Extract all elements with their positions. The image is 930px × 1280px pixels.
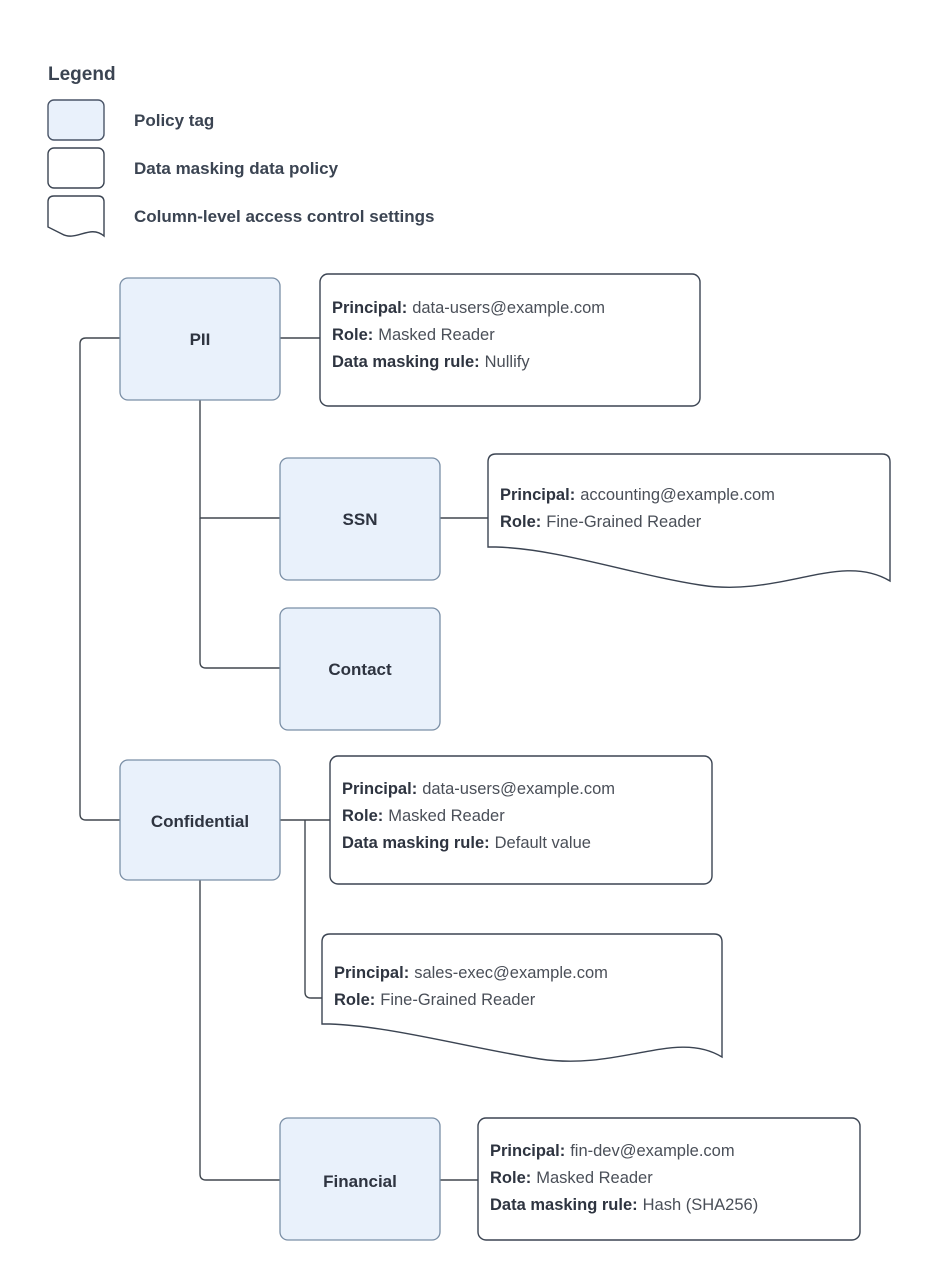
- detail-financial-role: Role:Masked Reader: [490, 1169, 653, 1187]
- detail-confidential-sales-shape[interactable]: [321, 933, 723, 1062]
- data-masking-policy-swatch: [47, 147, 105, 189]
- node-pii-label: PII: [190, 330, 211, 349]
- connectors: [79, 337, 488, 1181]
- detail-ssn-principal: Principal:accounting@example.com: [500, 486, 775, 504]
- connector-confidential-to-financial: [199, 880, 280, 1181]
- column-access-settings-swatch: [47, 195, 105, 238]
- connector-pii-to-ssn: [199, 400, 280, 519]
- node-ssn-label: SSN: [343, 510, 378, 529]
- detail-confidential[interactable]: Principal:data-users@example.com Role:Ma…: [329, 755, 713, 885]
- detail-financial-shape[interactable]: [477, 1117, 861, 1241]
- detail-ssn[interactable]: Principal:accounting@example.com Role:Fi…: [487, 453, 891, 589]
- detail-financial[interactable]: Principal:fin-dev@example.com Role:Maske…: [477, 1117, 861, 1241]
- node-contact-label: Contact: [328, 660, 392, 679]
- detail-pii-shape[interactable]: [319, 273, 701, 407]
- detail-pii-role: Role:Masked Reader: [332, 326, 495, 344]
- node-ssn[interactable]: SSN: [279, 457, 441, 581]
- node-contact-shape[interactable]: [279, 607, 441, 731]
- connector-confidential-to-sales-detail: [304, 820, 322, 999]
- legend-label-column-access-settings: Column-level access control settings: [134, 207, 434, 226]
- node-financial[interactable]: Financial: [279, 1117, 441, 1241]
- detail-confidential-sales-principal: Principal:sales-exec@example.com: [334, 964, 608, 982]
- policy-tag-swatch: [47, 99, 105, 141]
- legend-item-policy-tag: Policy tag: [47, 99, 214, 141]
- detail-confidential-sales[interactable]: Principal:sales-exec@example.com Role:Fi…: [321, 933, 723, 1062]
- node-financial-label: Financial: [323, 1172, 397, 1191]
- node-confidential-label: Confidential: [151, 812, 249, 831]
- detail-ssn-shape[interactable]: [487, 453, 891, 589]
- detail-pii[interactable]: Principal:data-users@example.com Role:Ma…: [319, 273, 701, 407]
- detail-confidential-principal: Principal:data-users@example.com: [342, 780, 615, 798]
- detail-confidential-role: Role:Masked Reader: [342, 807, 505, 825]
- detail-financial-principal: Principal:fin-dev@example.com: [490, 1142, 735, 1160]
- node-financial-shape[interactable]: [279, 1117, 441, 1241]
- legend: Legend Policy tag Data masking data poli…: [47, 64, 434, 238]
- detail-confidential-sales-role: Role:Fine-Grained Reader: [334, 991, 536, 1009]
- detail-confidential-masking-rule: Data masking rule:Default value: [342, 834, 591, 852]
- node-confidential[interactable]: Confidential: [119, 759, 281, 881]
- connector-pii-to-contact: [199, 518, 280, 669]
- legend-item-data-masking-policy: Data masking data policy: [47, 147, 339, 189]
- node-confidential-shape[interactable]: [119, 759, 281, 881]
- detail-ssn-role: Role:Fine-Grained Reader: [500, 513, 702, 531]
- node-contact[interactable]: Contact: [279, 607, 441, 731]
- legend-title: Legend: [48, 64, 116, 85]
- connector-trunk-root: [79, 337, 120, 821]
- detail-pii-masking-rule: Data masking rule:Nullify: [332, 353, 530, 371]
- legend-item-column-access-settings: Column-level access control settings: [47, 195, 434, 238]
- detail-financial-masking-rule: Data masking rule:Hash (SHA256): [490, 1196, 758, 1214]
- node-ssn-shape[interactable]: [279, 457, 441, 581]
- node-pii-shape[interactable]: [119, 277, 281, 401]
- node-pii[interactable]: PII: [119, 277, 281, 401]
- policy-tag-nodes: PII SSN Contact Confidential Financial: [119, 277, 441, 1241]
- detail-pii-principal: Principal:data-users@example.com: [332, 299, 605, 317]
- legend-label-data-masking-policy: Data masking data policy: [134, 159, 339, 178]
- legend-label-policy-tag: Policy tag: [134, 111, 214, 130]
- detail-confidential-shape[interactable]: [329, 755, 713, 885]
- detail-boxes: Principal:data-users@example.com Role:Ma…: [319, 273, 891, 1241]
